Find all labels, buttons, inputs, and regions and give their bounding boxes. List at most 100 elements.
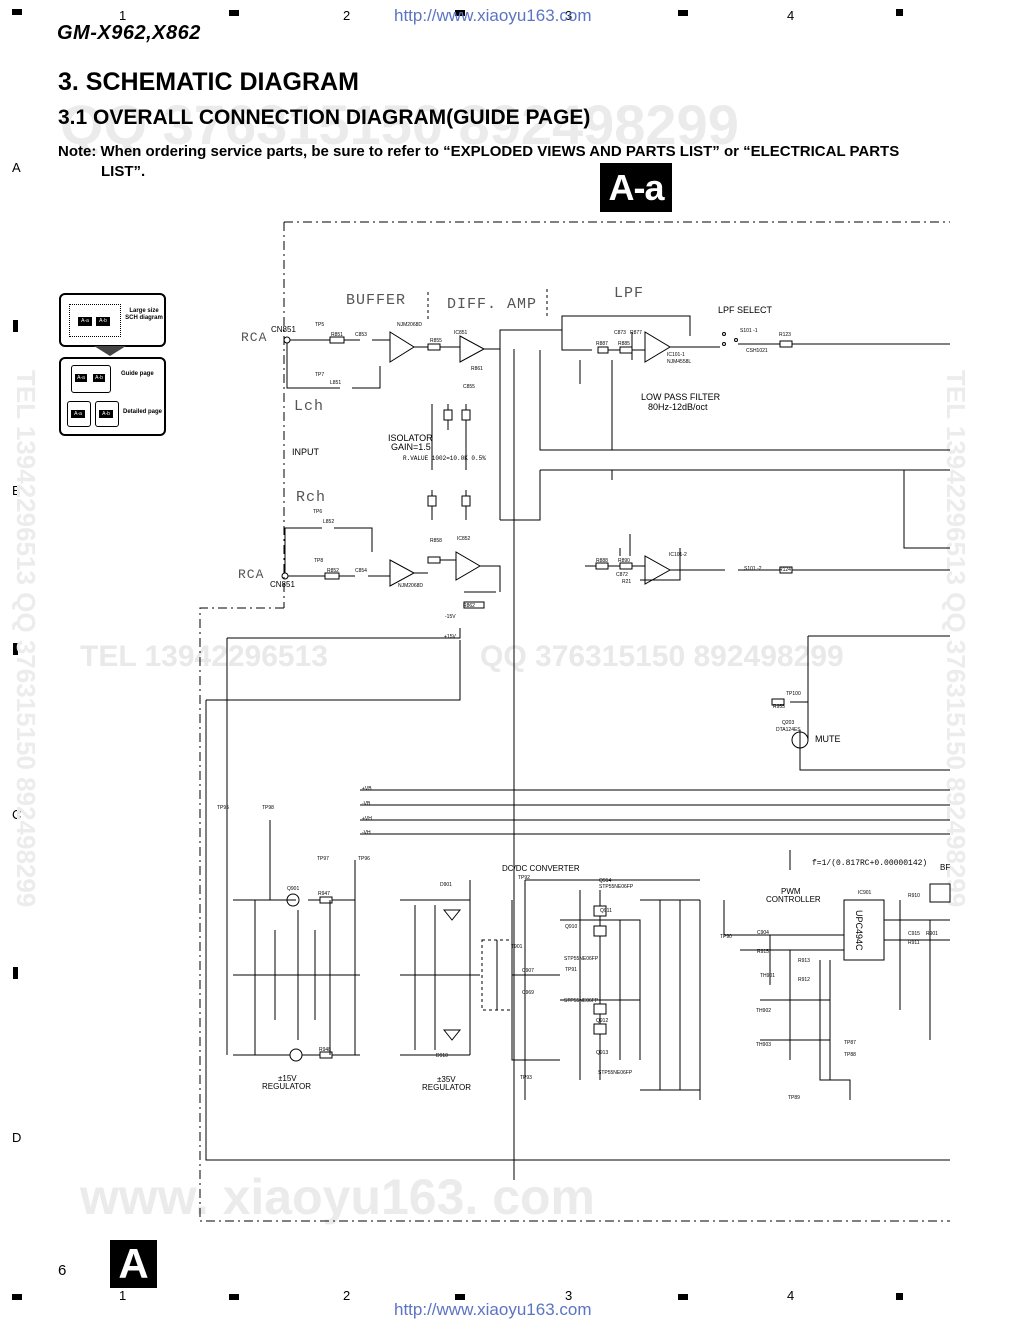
- guide-page-label: Guide page: [121, 371, 154, 377]
- lch-label: Lch: [294, 398, 325, 415]
- d910-ref: D910: [436, 1053, 448, 1059]
- c904-ref: C904: [757, 930, 769, 936]
- registration-mark: [229, 1294, 239, 1300]
- rail-minus-vh: -VH: [362, 830, 371, 836]
- c853-ref: C853: [355, 332, 367, 338]
- rch-label: Rch: [296, 489, 327, 506]
- reg35-label: REGULATOR: [422, 1083, 472, 1092]
- reg15-label: REGULATOR: [262, 1082, 312, 1091]
- l851-ref: L851: [330, 380, 342, 386]
- r858-ref: R858: [430, 538, 442, 544]
- lpf-spec-label: 80Hz-12dB/oct: [648, 402, 708, 412]
- r955-ref: R955: [773, 704, 785, 710]
- column-number-4-bottom: 4: [787, 1288, 795, 1303]
- url-top[interactable]: http://www.xiaoyu163.com: [394, 6, 592, 25]
- stp-ref-4: STP55NE06FP: [598, 1070, 633, 1076]
- column-number-2-bottom: 2: [343, 1288, 351, 1303]
- q913-ref: Q913: [596, 1050, 609, 1056]
- rca-label-lch: RCA: [241, 330, 268, 345]
- r851-ref: R851: [331, 332, 343, 338]
- guide-tile-b: A-b: [96, 317, 110, 326]
- guide-large-size-label: Large size SCH diagram: [125, 308, 163, 321]
- row-mark: [13, 320, 18, 332]
- c969-ref: C969: [522, 990, 534, 996]
- rail-minus-vb: -VB: [362, 801, 371, 807]
- guide-detail-b-icon: A-b: [95, 401, 119, 427]
- q912-ref: Q912: [596, 1018, 609, 1024]
- rca-label-rch: RCA: [238, 567, 265, 582]
- section-title: 3. SCHEMATIC DIAGRAM: [58, 68, 359, 96]
- guide-book-icon: A-a A-b: [71, 365, 111, 393]
- watermark-right: TEL 13942296513 QQ 376315150 892498299: [941, 370, 971, 908]
- row-letter-d: D: [12, 1130, 22, 1145]
- r852-ref: R852: [327, 568, 339, 574]
- registration-mark: [12, 9, 22, 15]
- column-number-1-bottom: 1: [119, 1288, 127, 1303]
- subsection-title: 3.1 OVERALL CONNECTION DIAGRAM(GUIDE PAG…: [58, 106, 591, 129]
- tp7-ref: TP7: [315, 372, 325, 378]
- isolator-label: ISOLATOR: [388, 433, 433, 443]
- tp89-ref: TP89: [788, 1095, 800, 1101]
- pwm-label: PWM: [781, 887, 801, 896]
- tp92-ref: TP92: [518, 875, 530, 881]
- c873-ref: C873: [614, 330, 626, 336]
- tp95-ref: TP95: [217, 805, 229, 811]
- mute-label: MUTE: [815, 734, 841, 744]
- c854-ref: C854: [355, 568, 367, 574]
- s101-ref: S101 -1: [740, 328, 758, 334]
- note-text-continued: LIST”.: [101, 163, 146, 180]
- section-letter-badge: A: [110, 1240, 157, 1288]
- l852-ref: L852: [323, 519, 335, 525]
- reg15-voltage: ±15V: [278, 1074, 297, 1083]
- r901-ref: R901: [926, 931, 938, 937]
- ic901-part: UPC494C: [854, 910, 864, 951]
- r913-ref: R913: [798, 958, 810, 964]
- tp5-ref: TP5: [315, 322, 325, 328]
- controller-label: CONTROLLER: [766, 895, 821, 904]
- guide-detail-a-icon: A-a: [67, 401, 91, 427]
- watermark-qq: QQ 376315150 892498299: [60, 93, 739, 156]
- reg35-voltage: ±35V: [437, 1075, 456, 1084]
- th901-ref: TH901: [760, 973, 776, 979]
- csh-ref: CSH1021: [746, 348, 768, 354]
- registration-mark: [455, 1294, 465, 1300]
- column-number-4: 4: [787, 8, 795, 23]
- column-number-3: 3: [565, 8, 573, 23]
- watermark-left: TEL 13942296513 QQ 376315150 892498299: [11, 370, 41, 908]
- q203-ref: Q203: [782, 720, 795, 726]
- rail-plus-vh: +VH: [362, 816, 372, 822]
- url-bottom[interactable]: http://www.xiaoyu163.com: [394, 1300, 592, 1319]
- low-pass-filter-label: LOW PASS FILTER: [641, 392, 721, 402]
- rail-minus15: -15V: [445, 614, 456, 620]
- tp90-ref: TP90: [720, 934, 732, 940]
- tp87-ref: TP87: [844, 1040, 856, 1046]
- tp97-ref: TP97: [317, 856, 329, 862]
- buffer-label: BUFFER: [346, 292, 407, 309]
- bf-label: BF: [940, 863, 951, 872]
- t901-ref: T901: [511, 944, 523, 950]
- r877-ref: R877: [630, 330, 642, 336]
- tp6-ref: TP6: [313, 509, 323, 515]
- tp88-ref: TP88: [844, 1052, 856, 1058]
- column-number-1: 1: [119, 8, 127, 23]
- r123-ref: R123: [779, 332, 791, 338]
- rail-plus15: +15V: [444, 634, 456, 640]
- s101b-ref: S101 -2: [744, 566, 762, 572]
- q901-ref: Q901: [287, 886, 300, 892]
- ic852-ref: IC852: [457, 536, 471, 542]
- registration-mark: [896, 1293, 903, 1300]
- r948-ref: R948: [319, 1047, 331, 1053]
- stp-ref-3: STP55NE06FP: [564, 998, 599, 1004]
- detailed-page-label: Detailed page: [123, 409, 163, 415]
- r888-ref: R888: [596, 558, 608, 564]
- r124-ref: R124: [779, 567, 791, 573]
- row-letter-a: A: [12, 160, 21, 175]
- note-text: Note: When ordering service parts, be su…: [58, 143, 900, 160]
- registration-mark: [229, 10, 239, 16]
- r885-ref: R885: [618, 341, 630, 347]
- model-name: GM-X962,X862: [57, 22, 201, 44]
- th903-ref: TH903: [756, 1042, 772, 1048]
- r855-ref: R855: [430, 338, 442, 344]
- c872-ref: C872: [616, 572, 628, 578]
